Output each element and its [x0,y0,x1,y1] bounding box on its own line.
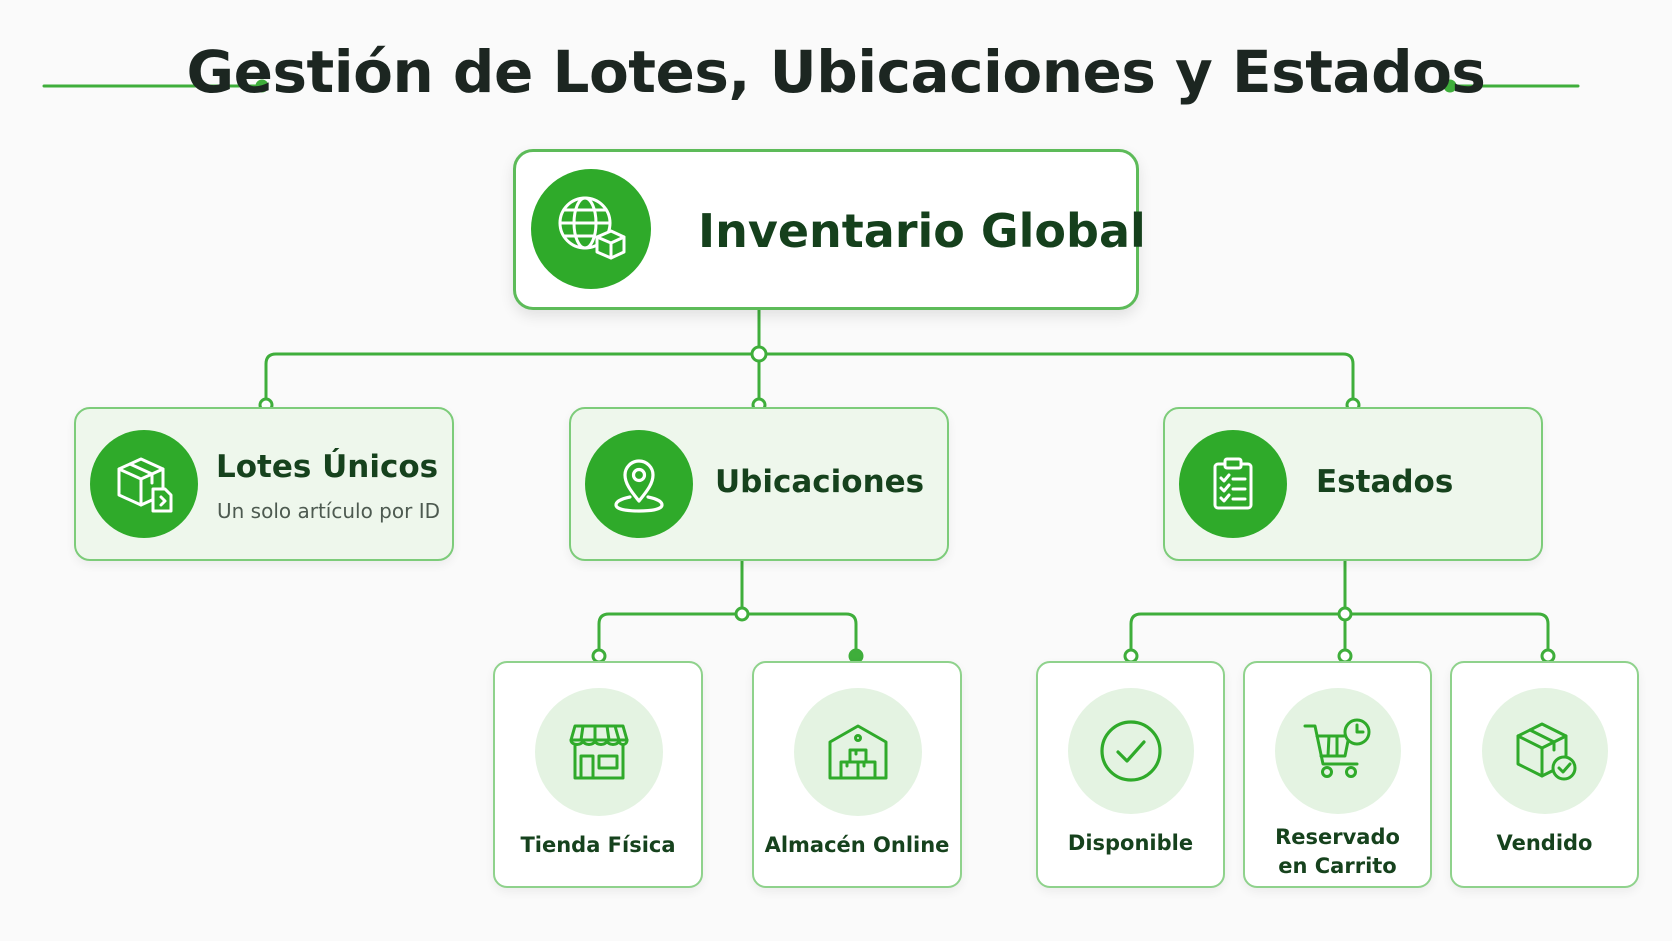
estados-label: Estados [1316,464,1454,500]
almacen-online-label: Almacén Online [764,833,950,857]
boxes-icon [90,430,198,538]
leaf-vendido: Vendido [1450,661,1639,888]
reservado-label: Reservado en Carrito [1275,825,1400,878]
node-ubicaciones: Ubicaciones [569,407,949,561]
warehouse-icon [794,688,922,816]
ubicaciones-label: Ubicaciones [715,464,925,500]
box-check-icon [1482,688,1608,814]
globe-box-icon [531,169,651,289]
check-circle-icon [1068,688,1194,814]
clipboard-checklist-icon [1179,430,1287,538]
node-estados: Estados [1163,407,1543,561]
lotes-label: Lotes Únicos [216,449,439,485]
node-lotes-unicos: Lotes Únicos Un solo artículo por ID [74,407,454,561]
lotes-sublabel: Un solo artículo por ID [217,499,440,523]
root-node-inventario-global: Inventario Global [513,149,1146,310]
leaf-disponible: Disponible [1036,661,1225,888]
leaf-reservado-en-carrito: Reservado en Carrito [1243,661,1432,888]
vendido-label: Vendido [1496,831,1593,855]
disponible-label: Disponible [1067,831,1194,855]
storefront-icon [535,688,663,816]
map-pin-icon [585,430,693,538]
leaf-tienda-fisica: Tienda Física [493,661,703,888]
root-label: Inventario Global [698,204,1146,258]
tienda-fisica-label: Tienda Física [520,833,676,857]
cart-clock-icon [1275,688,1401,814]
leaf-almacen-online: Almacén Online [752,661,962,888]
page-title: Gestión de Lotes, Ubicaciones y Estados [186,38,1486,106]
